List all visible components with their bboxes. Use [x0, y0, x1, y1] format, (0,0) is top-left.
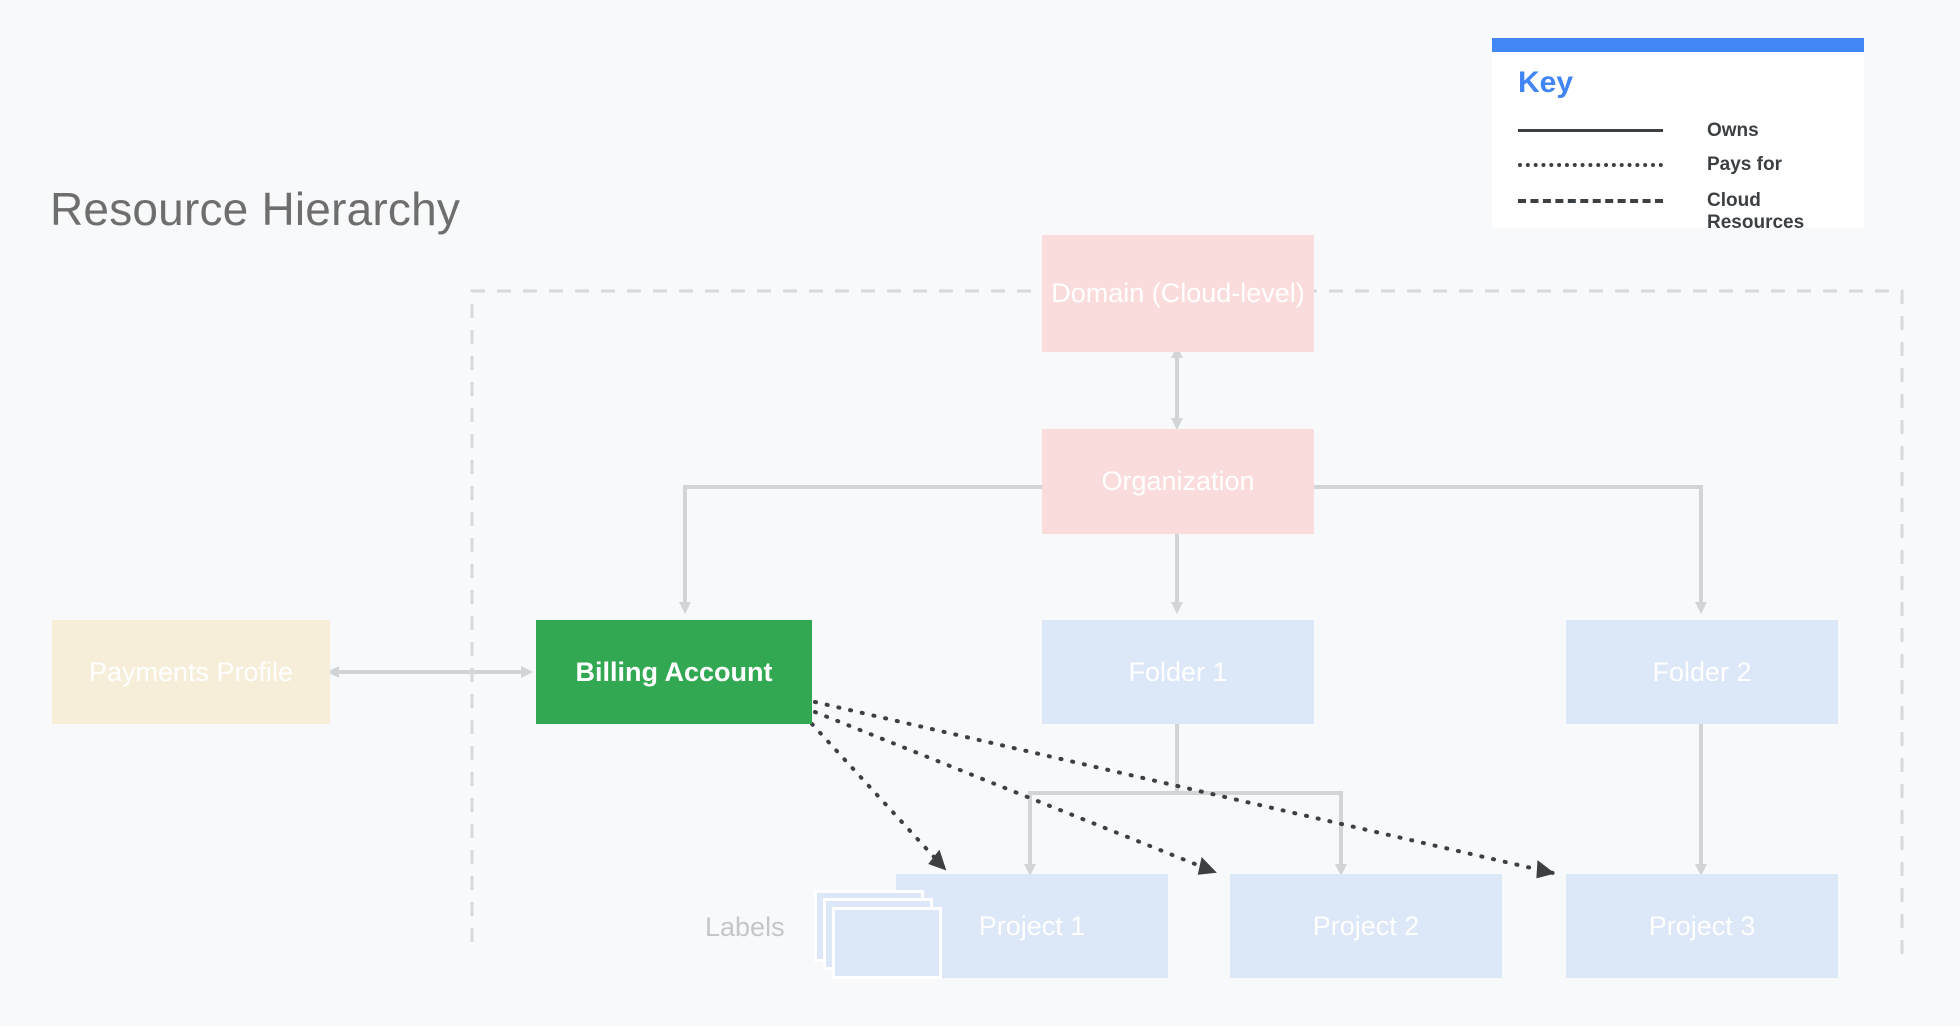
key-row-owns: Owns	[1518, 120, 1759, 142]
labels-stack-icon	[814, 890, 942, 980]
node-organization-label: Organization	[1101, 466, 1255, 497]
node-domain[interactable]: Domain (Cloud-level)	[1042, 235, 1314, 352]
node-project-2-label: Project 2	[1312, 910, 1420, 941]
node-folder-2[interactable]: Folder 2	[1566, 620, 1838, 724]
key-label-cloud-resources: Cloud Resources	[1707, 190, 1805, 233]
node-domain-label: Domain (Cloud-level)	[1051, 278, 1305, 309]
key-legend: Key Owns Pays for Cloud Resources	[1492, 38, 1864, 233]
node-folder-1[interactable]: Folder 1	[1042, 620, 1314, 724]
node-payments-profile-label: Payments Profile	[88, 656, 294, 687]
key-accent-bar	[1492, 38, 1864, 52]
labels-stack-card-front	[832, 907, 942, 979]
key-line-dashed-icon	[1518, 190, 1663, 210]
node-project-3-label: Project 3	[1648, 910, 1756, 941]
node-organization[interactable]: Organization	[1042, 429, 1314, 534]
key-line-dotted-icon	[1518, 154, 1663, 174]
node-folder-1-label: Folder 1	[1128, 656, 1228, 687]
edge-folder1-projects	[1024, 724, 1347, 876]
key-row-pays-for: Pays for	[1518, 154, 1782, 176]
node-payments-profile[interactable]: Payments Profile	[52, 620, 330, 724]
key-row-cloud-resources: Cloud Resources	[1518, 190, 1804, 234]
node-project-1-label: Project 1	[978, 910, 1086, 941]
page-title: Resource Hierarchy	[50, 183, 461, 235]
node-folder-2-label: Folder 2	[1652, 656, 1752, 687]
labels-caption: Labels	[705, 912, 785, 942]
node-project-2[interactable]: Project 2	[1230, 874, 1502, 978]
key-label-pays-for: Pays for	[1707, 154, 1782, 175]
key-label-owns: Owns	[1707, 120, 1759, 141]
node-billing-account-label: Billing Account	[575, 656, 773, 687]
edge-billing-pays-projects	[810, 700, 1555, 879]
node-project-1[interactable]: Project 1	[896, 874, 1168, 978]
key-line-solid-icon	[1518, 120, 1663, 140]
node-billing-account[interactable]: Billing Account	[536, 620, 812, 724]
node-project-3[interactable]: Project 3	[1566, 874, 1838, 978]
key-title: Key	[1518, 66, 1574, 99]
